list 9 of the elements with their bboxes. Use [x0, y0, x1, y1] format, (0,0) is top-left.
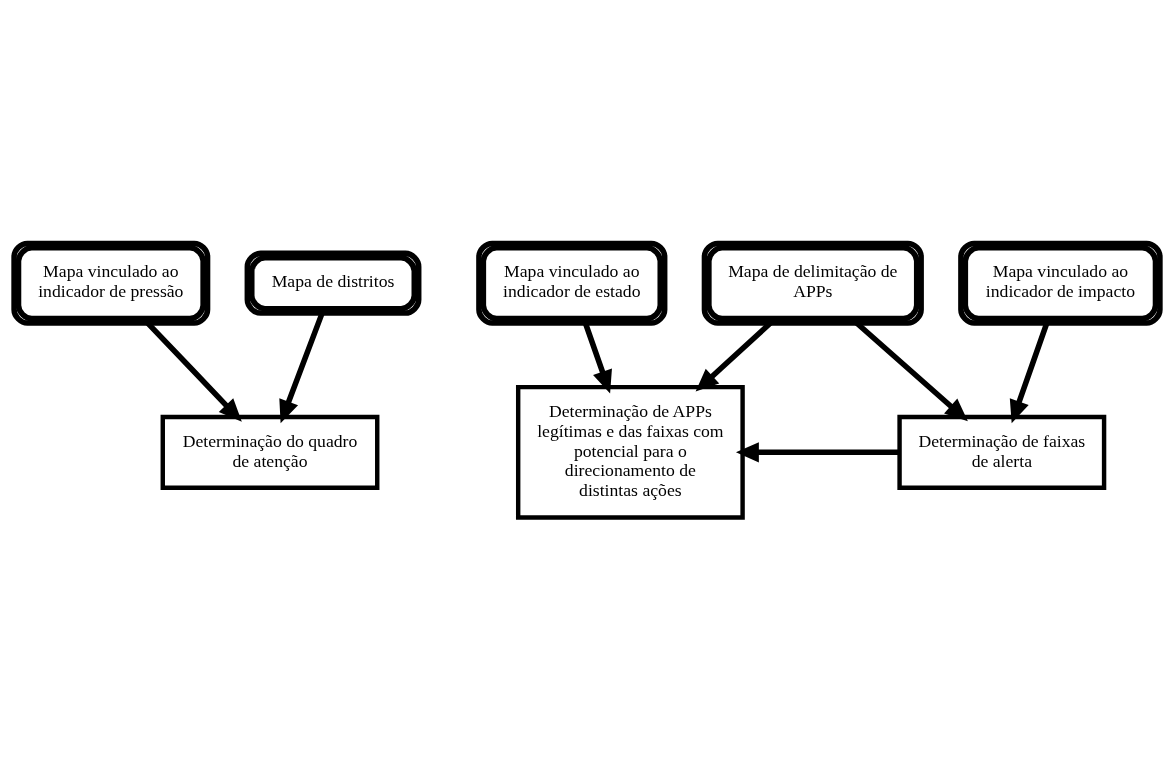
node-box: Mapa de distritos [244, 250, 422, 316]
node-box: Determinação do quadro de atenção [160, 414, 380, 490]
node-box: Mapa de delimitação de APPs [701, 240, 924, 326]
node-box: Mapa vinculado ao indicador de estado [476, 240, 668, 326]
arrow [735, 441, 900, 462]
node-box: Determinação de APPs legítimas e das faixas com potencial para o direcionamento de distintas ações [515, 384, 745, 520]
node-box: Determinação de faixas de alerta [897, 414, 1107, 490]
node-box: Mapa vinculado ao indicador de impacto [958, 240, 1163, 326]
node-box: Mapa vinculado ao indicador de pressão [11, 240, 211, 326]
